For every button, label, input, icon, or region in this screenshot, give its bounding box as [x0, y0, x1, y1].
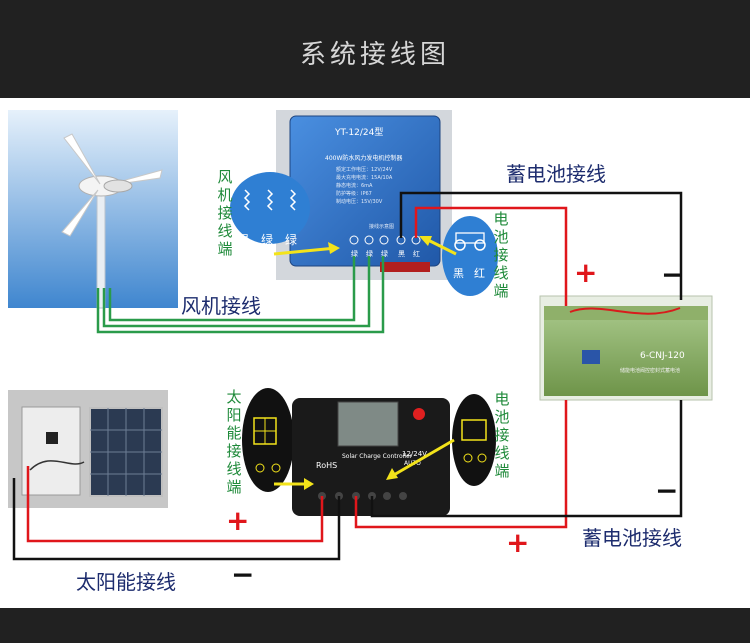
wind-spec-0: 额定工作电压：12V/24V — [336, 166, 393, 173]
wind-terminal-bubble: 绿 绿 绿 — [230, 172, 310, 247]
footer-bar — [0, 608, 750, 643]
header-bar: 系统接线图 — [0, 0, 750, 98]
battery-subtitle: 储能电池阀控密封式蓄电池 — [620, 367, 680, 374]
wind-controller-name: 400W防水风力发电机控制器 — [325, 154, 402, 162]
wiring-diagram-canvas: YT-12/24型 400W防水风力发电机控制器 额定工作电压：12V/24V … — [0, 98, 750, 608]
wind-wires — [96, 256, 385, 334]
wind-bubble-label-1: 绿 — [237, 232, 249, 247]
solar-terminal-label: 太阳能接线端 — [226, 388, 242, 496]
solar-wires — [12, 466, 341, 561]
wind-bubble-black-label: 黑 — [453, 267, 464, 280]
battery-terminal-label-top: 电池接线端 — [493, 210, 509, 300]
wind-bubble-red-label: 红 — [474, 267, 485, 280]
battery-wires-bottom — [354, 400, 683, 529]
wind-battery-terminal-bubble: 黑 红 — [442, 216, 498, 296]
solar-ctrl-name: Solar Charge Controller — [342, 453, 413, 460]
battery-photo: 6-CNJ-120 储能电池阀控密封式蓄电池 — [539, 295, 713, 401]
solar-battery-terminal-bubble — [452, 394, 496, 486]
wiring-diagram: YT-12/24型 400W防水风力发电机控制器 额定工作电压：12V/24V … — [8, 110, 713, 561]
solar-ctrl-voltage: 12/24V — [402, 450, 427, 458]
solar-terminal-bubble — [242, 388, 294, 492]
wind-bubble-label-3: 绿 — [285, 232, 297, 247]
solar-wiring-label: 太阳能接线 — [76, 570, 176, 594]
page-title: 系统接线图 — [299, 40, 450, 70]
wind-turbine-photo — [8, 110, 178, 309]
wind-spec-4: 制动电压：15V/30V — [336, 198, 383, 205]
battery-wiring-label-top: 蓄电池接线 — [506, 162, 606, 186]
solar-ctrl-brand: RoHS — [316, 461, 337, 470]
minus-sign-solar: − — [231, 558, 255, 591]
wind-ctrl-phase-label-3: 绿 — [381, 249, 388, 258]
wind-controller-model: YT-12/24型 — [334, 127, 383, 138]
minus-sign-top: − — [661, 258, 685, 291]
wind-diagram-caption: 接线示意图 — [369, 223, 394, 230]
wind-ctrl-red-label: 红 — [413, 249, 420, 258]
battery-wiring-label-bottom: 蓄电池接线 — [582, 526, 682, 550]
battery-terminal-label-bottom: 电池接线端 — [494, 390, 510, 480]
battery-model: 6-CNJ-120 — [640, 351, 685, 361]
wind-spec-1: 最大充电电流：15A/10A — [336, 174, 393, 181]
battery-wires-top — [399, 191, 683, 306]
wind-ctrl-phase-label-2: 绿 — [366, 249, 373, 258]
solar-panel-photo — [8, 390, 168, 508]
plus-sign-bottom: + — [506, 526, 530, 559]
wind-terminal-label: 风机接线端 — [217, 168, 233, 258]
pointer-arrows — [273, 236, 457, 490]
minus-sign-bottom: − — [655, 474, 679, 507]
wind-spec-2: 静态电流：6mA — [336, 182, 373, 189]
wind-bubble-label-2: 绿 — [261, 232, 273, 247]
wind-spec-3: 防护等级：IP67 — [336, 190, 372, 197]
wind-ctrl-black-label: 黑 — [398, 250, 405, 258]
wind-ctrl-phase-label-1: 绿 — [351, 249, 358, 258]
solar-controller-photo: RoHS Solar Charge Controller 12/24V AUTO — [292, 398, 450, 516]
plus-sign-solar: + — [226, 504, 250, 537]
wind-wiring-label: 风机接线 — [181, 294, 261, 318]
plus-sign-top: + — [574, 256, 598, 289]
